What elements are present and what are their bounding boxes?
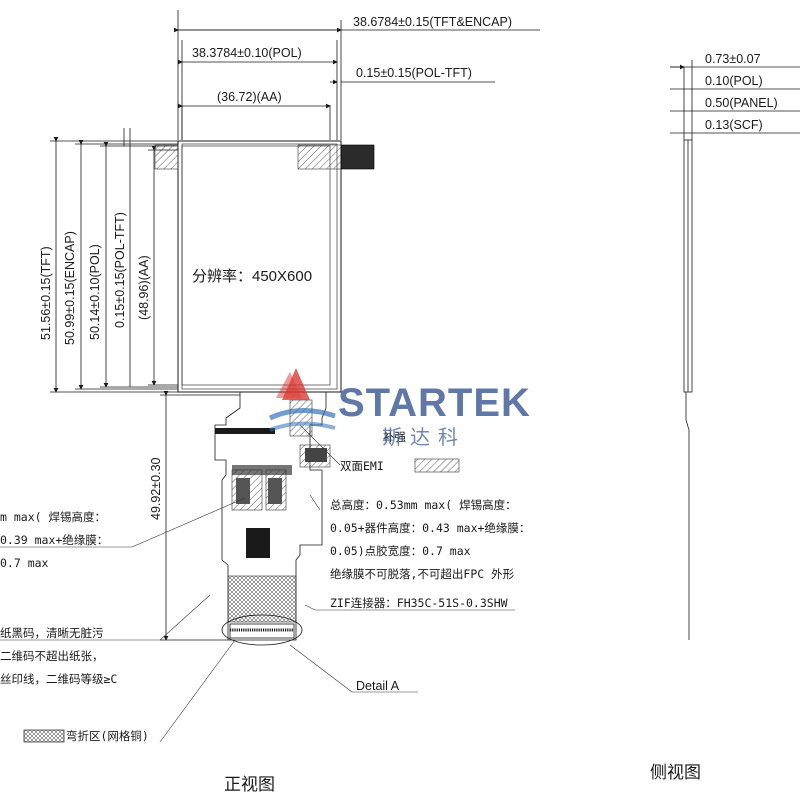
display-panel: 分辨率：450X600: [154, 140, 375, 393]
top-dimensions: 38.6784±0.15(TFT&ENCAP) 38.3784±0.10(POL…: [174, 10, 540, 140]
double-emi-label: 双面EMI: [340, 459, 384, 473]
dim-pol-tft-height: 0.15±0.15(POL-TFT): [113, 212, 127, 328]
stiffener-label: 补强: [383, 430, 406, 444]
bend-zone-label: 弯折区(网格铜): [66, 729, 149, 743]
bend-zone-legend: 弯折区(网格铜): [23, 729, 149, 743]
logo-mark-icon: [268, 368, 336, 432]
note-left-7: 丝印线，二维码等级≥C: [0, 672, 117, 686]
fpc-flex: [214, 391, 331, 646]
detail-a-label: Detail A: [356, 679, 400, 693]
note-right-4: 绝缘膜不可脱落,不可超出FPC 外形: [330, 567, 515, 581]
side-view-caption: 侧视图: [650, 763, 701, 783]
logo-cn: 斯达科: [382, 425, 466, 449]
label-double-emi: 双面EMI: [340, 458, 460, 473]
dim-encap-height: 50.99±0.15(ENCAP): [63, 231, 77, 345]
startek-logo: STARTEK 斯达科: [268, 368, 531, 449]
note-left-3: 0.7 max: [0, 556, 49, 570]
note-left-6: 二维码不超出纸张，: [0, 649, 104, 663]
dim-tft-height: 51.56±0.15(TFT): [39, 246, 53, 340]
note-right-3: 0.05)点胶宽度：0.7 max: [330, 544, 471, 558]
resolution-label: 分辨率：450X600: [192, 268, 312, 285]
side-dim-panel: 0.50(PANEL): [705, 96, 778, 110]
front-view-caption: 正视图: [224, 775, 275, 795]
side-dim-total: 0.73±0.07: [705, 52, 761, 66]
side-dim-pol: 0.10(POL): [705, 74, 763, 88]
side-dim-scf: 0.13(SCF): [705, 118, 763, 132]
callout-leaders: [0, 424, 515, 743]
logo-name: STARTEK: [338, 381, 531, 425]
left-dimensions: 51.56±0.15(TFT) 50.99±0.15(ENCAP) 50.14±…: [39, 128, 240, 641]
notes-left: m max( 焊锡高度： 0.39 max+绝缘膜： 0.7 max 纸黑码，清…: [0, 510, 117, 686]
dim-pol-height: 50.14±0.10(POL): [88, 244, 102, 340]
dim-aa-width: (36.72)(AA): [217, 90, 282, 104]
dim-tft-encap-width: 38.6784±0.15(TFT&ENCAP): [353, 15, 512, 29]
notes-right: 总高度：0.53mm max( 焊锡高度： 0.05+器件高度：0.43 max…: [330, 498, 530, 581]
note-left-5: 纸黑码，清晰无脏污: [0, 626, 104, 640]
note-left-1: m max( 焊锡高度：: [0, 510, 106, 524]
side-view: 0.73±0.07 0.10(POL) 0.50(PANEL) 0.13(SCF…: [670, 52, 800, 640]
dim-fpc-height: 49.92±0.30: [149, 457, 163, 520]
dim-aa-height: (48.96)(AA): [137, 255, 151, 320]
dim-pol-width: 38.3784±0.10(POL): [192, 46, 302, 60]
zif-connector-label: ZIF连接器：FH35C-51S-0.3SHW: [330, 596, 508, 610]
note-left-2: 0.39 max+绝缘膜：: [0, 533, 108, 547]
dim-pol-tft-offset: 0.15±0.15(POL-TFT): [356, 66, 472, 80]
note-right-1: 总高度：0.53mm max( 焊锡高度：: [330, 498, 517, 512]
note-right-2: 0.05+器件高度：0.43 max+绝缘膜：: [330, 521, 530, 535]
